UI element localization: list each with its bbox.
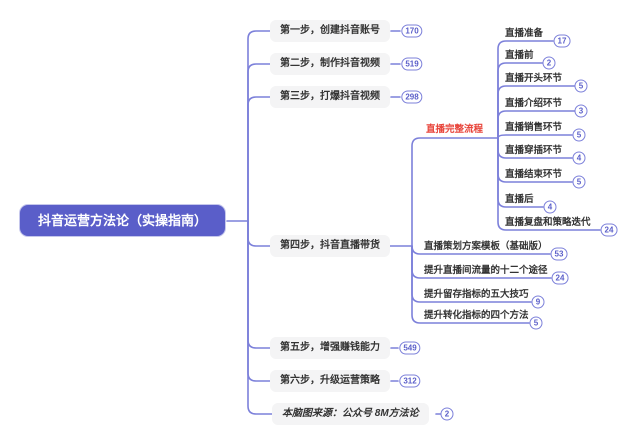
node-live-review[interactable]: 直播复盘和策略迭代 — [505, 217, 591, 228]
count-badge-step-3[interactable]: 298 — [401, 90, 423, 104]
node-step-1[interactable]: 第一步，创建抖音账号 — [270, 20, 390, 42]
count-badge-step-2[interactable]: 519 — [401, 57, 423, 71]
count-badge-interlude[interactable]: 4 — [572, 151, 586, 165]
count-badge-step-1[interactable]: 170 — [401, 24, 423, 38]
node-live-full-flow[interactable]: 直播完整流程 — [426, 124, 484, 135]
node-live-interlude[interactable]: 直播穿插环节 — [505, 145, 563, 156]
count-badge-conversion[interactable]: 5 — [529, 316, 543, 330]
count-badge-opening[interactable]: 5 — [574, 79, 588, 93]
count-badge-review[interactable]: 24 — [600, 223, 618, 237]
node-live-before[interactable]: 直播前 — [505, 50, 534, 61]
node-live-sales[interactable]: 直播销售环节 — [505, 122, 563, 133]
count-badge-traffic[interactable]: 24 — [551, 271, 569, 285]
count-badge-ending[interactable]: 5 — [572, 175, 586, 189]
node-retention-5-tips[interactable]: 提升留存指标的五大技巧 — [424, 289, 529, 300]
node-step-5[interactable]: 第五步，增强赚钱能力 — [270, 337, 390, 359]
node-source[interactable]: 本脑图来源：公众号 8M方法论 — [272, 403, 429, 425]
root-node[interactable]: 抖音运营方法论（实操指南） — [20, 205, 226, 236]
node-live-after[interactable]: 直播后 — [505, 194, 534, 205]
count-badge-step-6[interactable]: 312 — [399, 374, 421, 388]
count-badge-prepare[interactable]: 17 — [553, 34, 571, 48]
count-badge-before[interactable]: 2 — [542, 56, 556, 70]
node-live-ending[interactable]: 直播结束环节 — [505, 169, 563, 180]
count-badge-plan-template[interactable]: 53 — [550, 247, 568, 261]
count-badge-retention[interactable]: 9 — [531, 295, 545, 309]
count-badge-intro[interactable]: 3 — [574, 104, 588, 118]
node-live-plan-template[interactable]: 直播策划方案模板（基础版） — [424, 241, 548, 252]
count-badge-sales[interactable]: 5 — [572, 128, 586, 142]
count-badge-after[interactable]: 4 — [543, 200, 557, 214]
node-step-4[interactable]: 第四步，抖音直播带货 — [270, 235, 390, 257]
count-badge-source[interactable]: 2 — [440, 407, 454, 421]
node-step-2[interactable]: 第二步，制作抖音视频 — [270, 53, 390, 75]
node-live-intro[interactable]: 直播介绍环节 — [505, 98, 563, 109]
node-step-3[interactable]: 第三步，打爆抖音视频 — [270, 86, 390, 108]
count-badge-step-5[interactable]: 549 — [399, 341, 421, 355]
node-live-prepare[interactable]: 直播准备 — [505, 28, 544, 39]
node-live-opening[interactable]: 直播开头环节 — [505, 73, 563, 84]
node-step-6[interactable]: 第六步，升级运营策略 — [270, 370, 390, 392]
node-conversion-4-ways[interactable]: 提升转化指标的四个方法 — [424, 310, 529, 321]
node-traffic-12-ways[interactable]: 提升直播间流量的十二个途径 — [424, 265, 548, 276]
